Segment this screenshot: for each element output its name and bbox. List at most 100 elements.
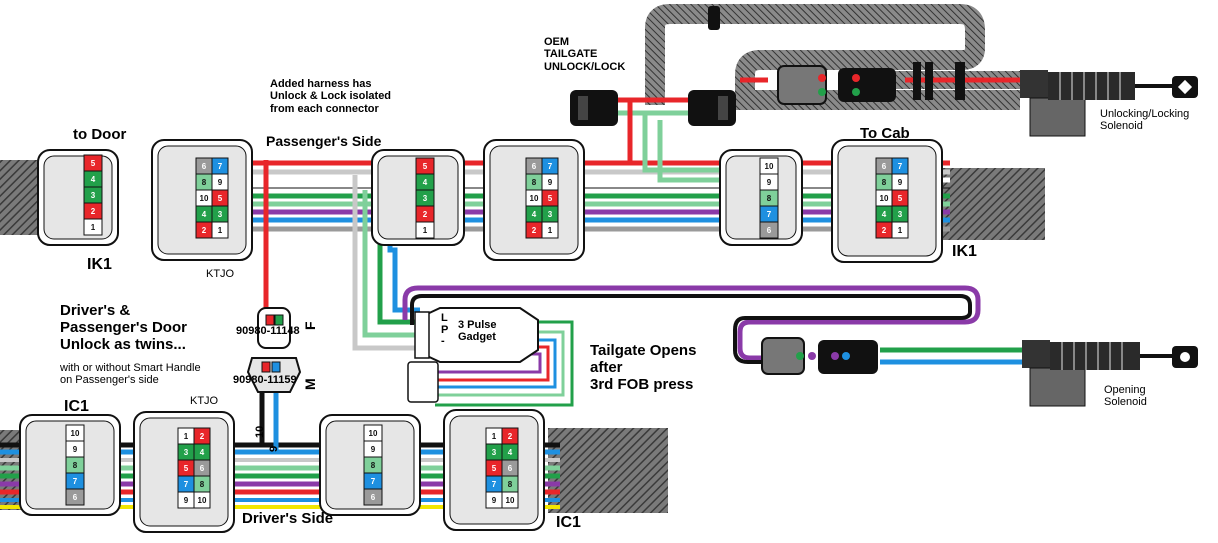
added-harness-line-1: Added harness has — [270, 78, 372, 90]
pin-cell: 5 — [211, 189, 229, 207]
pin-number: 1 — [423, 226, 428, 235]
pin-cell: 9 — [363, 440, 383, 458]
pin-cell: 4 — [875, 205, 893, 223]
pin-number: 7 — [371, 477, 376, 486]
added-harness-line-2: Unlock & Lock isolated — [270, 90, 392, 103]
pin-cell: 7 — [485, 475, 503, 493]
pin-number: 2 — [202, 226, 207, 235]
opening-solenoid — [1022, 340, 1198, 407]
ktjo-top-label: KTJO — [206, 268, 235, 280]
pin-cell: 8 — [65, 456, 85, 474]
pin-cell: 8 — [501, 475, 519, 493]
pin-cell: 8 — [193, 475, 211, 493]
pin-number: 4 — [423, 178, 428, 187]
pin-cell: 5 — [891, 189, 909, 207]
pin-cell: 8 — [525, 173, 543, 191]
wire-10-label: 10 — [254, 425, 266, 438]
pin-cell: 1 — [211, 221, 229, 239]
pin-cell: 10 — [501, 491, 519, 509]
pin-number: 10 — [198, 496, 207, 505]
gadget-wires — [352, 175, 1030, 407]
pin-cell: 2 — [195, 221, 213, 239]
pin-cell: 6 — [193, 459, 211, 477]
oem-tailgate-line-1: OEM — [544, 36, 570, 48]
opening-solenoid-label: Opening Solenoid — [1104, 384, 1147, 409]
pin-number: 9 — [898, 178, 903, 187]
unlocking-solenoid-line-2: Solenoid — [1100, 120, 1143, 133]
pin-number: 1 — [548, 226, 553, 235]
pin-cell: 2 — [525, 221, 543, 239]
pin-cell: 10 — [195, 189, 213, 207]
pin-number: 8 — [200, 480, 205, 489]
pin-cell: 2 — [501, 427, 519, 445]
pin-number: 7 — [492, 480, 497, 489]
pin-cell: 1 — [485, 427, 503, 445]
pin-cell: 10 — [363, 424, 383, 442]
pin-cell: 4 — [83, 170, 103, 188]
pin-number: 6 — [73, 493, 78, 502]
pin-cell: 1 — [177, 427, 195, 445]
pin-number: 4 — [508, 448, 513, 457]
pin-number: 5 — [423, 162, 428, 171]
tailgate-opens-note: Tailgate Opens after 3rd FOB press — [590, 342, 697, 393]
pin-number: 9 — [492, 496, 497, 505]
pin-number: 5 — [91, 159, 96, 168]
pin-number: 2 — [882, 226, 887, 235]
pin-cell: 4 — [501, 443, 519, 461]
pin-cell: 5 — [83, 154, 103, 172]
pin-cell: 3 — [485, 443, 503, 461]
unlock-plug-gray — [777, 65, 827, 105]
pin-number: 9 — [767, 178, 772, 187]
smart-handle-note: with or without Smart Handle on Passenge… — [60, 362, 201, 387]
pin-number: 1 — [898, 226, 903, 235]
pin-number: 1 — [492, 432, 497, 441]
pin-cell: 8 — [875, 173, 893, 191]
twins-note-line-3: Unlock as twins... — [60, 335, 186, 353]
pin-cell: 8 — [759, 189, 779, 207]
opening-solenoid-line-2: Solenoid — [1104, 396, 1147, 409]
gadget-pin-minus: - — [441, 335, 445, 348]
pin-cell: 3 — [211, 205, 229, 223]
pin-number: 2 — [200, 432, 205, 441]
unlocking-solenoid — [1020, 70, 1198, 137]
opening-solenoid-line-1: Opening — [1104, 384, 1146, 396]
pin-number: 2 — [91, 207, 96, 216]
unlocking-solenoid-line-1: Unlocking/Locking — [1100, 108, 1190, 120]
pin-number: 3 — [184, 448, 189, 457]
pin-number: 7 — [548, 162, 553, 171]
pin-cell: 5 — [177, 459, 195, 477]
pin-cell: 10 — [65, 424, 85, 442]
pin-cell: 9 — [891, 173, 909, 191]
tailgate-opens-line-1: Tailgate Opens — [590, 342, 697, 359]
pin-number: 6 — [508, 464, 513, 473]
tailgate-opens-line-3: 3rd FOB press — [590, 375, 694, 393]
m-inline-connector — [246, 357, 302, 393]
conduit-right-top — [940, 168, 1045, 240]
pin-cell: 7 — [177, 475, 195, 493]
pin-cell: 1 — [891, 221, 909, 239]
pin-cell: 9 — [177, 491, 195, 509]
pin-cell: 2 — [875, 221, 893, 239]
pin-cell: 8 — [195, 173, 213, 191]
pin-cell: 10 — [525, 189, 543, 207]
pin-cell: 9 — [485, 491, 503, 509]
pin-cell: 10 — [759, 157, 779, 175]
twins-note-line-2: Passenger's Door — [60, 318, 187, 336]
pin-cell: 2 — [193, 427, 211, 445]
pin-number: 8 — [508, 480, 513, 489]
pin-number: 1 — [184, 432, 189, 441]
pin-number: 7 — [218, 162, 223, 171]
drivers-side-label: Driver's Side — [242, 510, 334, 527]
tailgate-connector-right — [688, 90, 736, 126]
pin-cell: 6 — [363, 488, 383, 506]
pin-cell: 7 — [541, 157, 559, 175]
pin-number: 8 — [767, 194, 772, 203]
wire-9-label: 9 — [268, 445, 280, 452]
